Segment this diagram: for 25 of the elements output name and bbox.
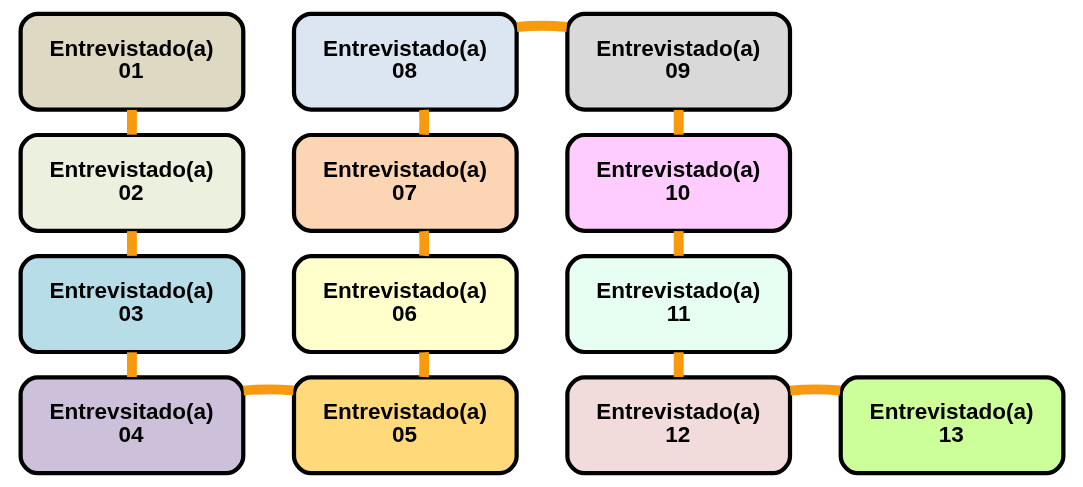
node-box: Entrevistado(a) 13 [838, 375, 1065, 476]
node-box: Entrevistado(a) 08 [291, 11, 519, 112]
connector [673, 231, 684, 256]
connector [242, 384, 294, 396]
node-box: Entrevistado(a) 01 [18, 11, 245, 112]
connector [673, 109, 684, 135]
node-box: Entrevistado(a) 07 [291, 132, 519, 233]
connector [515, 20, 567, 32]
node-box: Entrevistado(a) 03 [18, 254, 245, 355]
node-box: Entrevistado(a) 11 [564, 254, 792, 355]
node-box: Entrevistado(a) 10 [564, 132, 792, 233]
node-box: Entrevistado(a) 06 [291, 254, 519, 355]
connector [126, 352, 137, 378]
connector [418, 230, 429, 257]
node-box: Entrevistado(a) 05 [291, 375, 519, 476]
connector [126, 109, 137, 135]
connector [418, 109, 429, 135]
node-box: Entrevistado(a) 12 [564, 375, 792, 476]
node-box: Entrevistado(a) 02 [18, 132, 245, 233]
node-box: Entrevistado(a) 09 [564, 11, 792, 112]
connector [789, 384, 841, 396]
connector [418, 352, 429, 378]
connector [673, 352, 684, 378]
node-box: Entrevsitado(a) 04 [18, 375, 245, 476]
connector [126, 231, 137, 256]
